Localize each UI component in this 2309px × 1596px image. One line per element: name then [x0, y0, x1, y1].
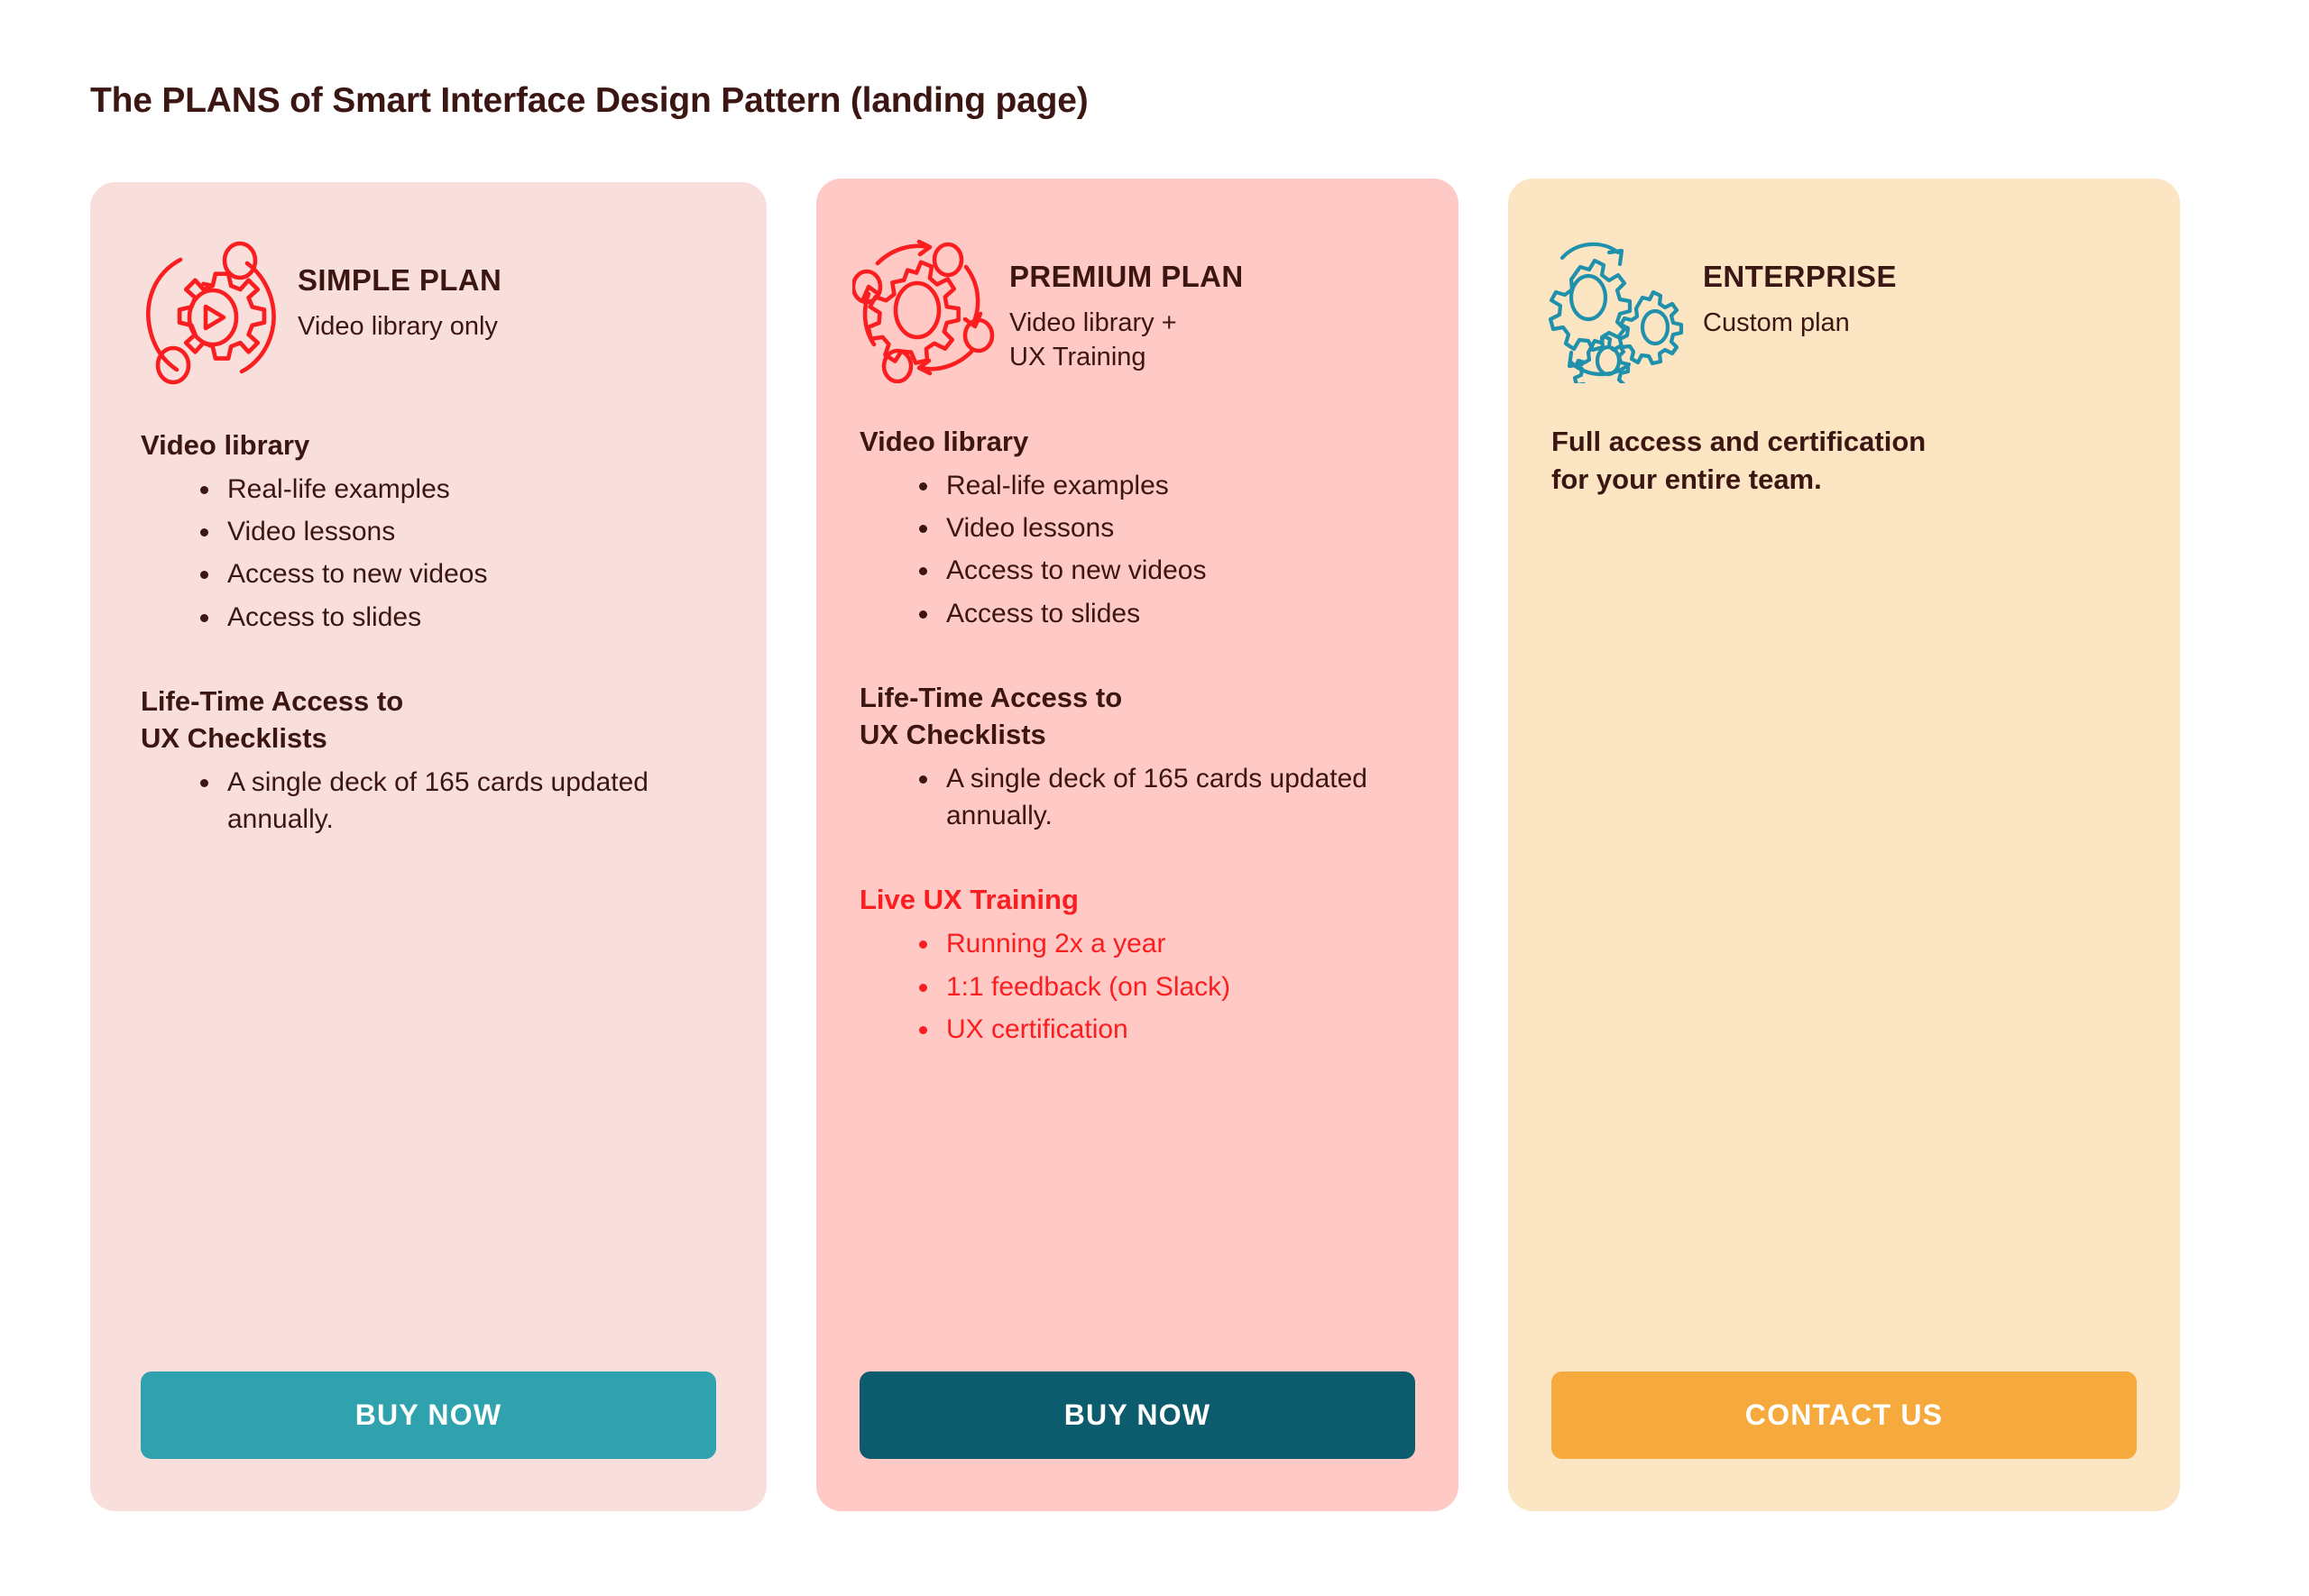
plan-header-premium: PREMIUM PLAN Video library + UX Training — [816, 179, 1458, 383]
plan-header-text-simple: SIMPLE PLAN Video library only — [298, 238, 501, 344]
gear-cycle-arrows-icon — [852, 234, 997, 383]
list-item: Running 2x a year — [915, 925, 1422, 962]
plan-body-premium: Video library Real-life examples Video l… — [816, 423, 1458, 1048]
plan-section: Life-Time Access to UX Checklists A sing… — [141, 683, 720, 839]
plan-card-premium[interactable]: PREMIUM PLAN Video library + UX Training… — [816, 179, 1458, 1511]
cta-wrap-simple: BUY NOW — [90, 1371, 767, 1511]
cta-wrap-enterprise: CONTACT US — [1508, 1371, 2180, 1511]
feature-list: A single deck of 165 cards updated annua… — [860, 760, 1422, 834]
section-heading-line: Life-Time Access to — [141, 684, 404, 717]
plan-card-enterprise[interactable]: ENTERPRISE Custom plan Full access and c… — [1508, 179, 2180, 1511]
enterprise-blurb: Full access and certification for your e… — [1551, 423, 2144, 499]
plan-tagline: Video library + UX Training — [1009, 306, 1244, 375]
list-item: Real-life examples — [915, 467, 1422, 504]
feature-list: A single deck of 165 cards updated annua… — [141, 764, 720, 838]
plan-tagline: Custom plan — [1703, 307, 1850, 337]
list-item: 1:1 feedback (on Slack) — [915, 968, 1422, 1005]
section-heading-line: UX Checklists — [141, 721, 327, 754]
section-heading-line: UX Checklists — [860, 718, 1046, 750]
pricing-cards-row: SIMPLE PLAN Video library only Video lib… — [90, 179, 2219, 1511]
feature-list: Real-life examples Video lessons Access … — [141, 471, 720, 635]
list-item: Video lessons — [197, 513, 720, 550]
plan-body-simple: Video library Real-life examples Video l… — [90, 427, 767, 838]
buy-now-button-premium[interactable]: BUY NOW — [860, 1371, 1415, 1459]
feature-list: Running 2x a year 1:1 feedback (on Slack… — [860, 925, 1422, 1047]
plan-card-simple[interactable]: SIMPLE PLAN Video library only Video lib… — [90, 182, 767, 1511]
plan-tagline-line: Video library + — [1009, 307, 1177, 337]
enterprise-blurb-line: for your entire team. — [1551, 463, 1822, 495]
list-item: Access to slides — [197, 599, 720, 636]
plan-section: Video library Real-life examples Video l… — [860, 423, 1422, 632]
plan-header-enterprise: ENTERPRISE Custom plan — [1508, 179, 2180, 383]
cta-wrap-premium: BUY NOW — [816, 1371, 1458, 1511]
section-heading-line: Life-Time Access to — [860, 681, 1123, 713]
plan-body-enterprise: Full access and certification for your e… — [1508, 423, 2180, 499]
feature-list: Real-life examples Video lessons Access … — [860, 467, 1422, 631]
list-item: UX certification — [915, 1011, 1422, 1048]
plan-header-simple: SIMPLE PLAN Video library only — [90, 182, 767, 387]
plan-section: Video library Real-life examples Video l… — [141, 427, 720, 636]
plan-name: ENTERPRISE — [1703, 260, 1897, 293]
section-heading: Life-Time Access to UX Checklists — [141, 683, 720, 757]
gear-play-orbit-icon — [141, 238, 285, 387]
section-heading: Video library — [860, 426, 1029, 457]
plan-tagline-line: UX Training — [1009, 343, 1146, 372]
page-title: The PLANS of Smart Interface Design Patt… — [90, 81, 1089, 120]
section-heading: Video library — [141, 429, 310, 461]
plan-name: PREMIUM PLAN — [1009, 260, 1244, 293]
list-item: Access to new videos — [915, 552, 1422, 589]
list-item: A single deck of 165 cards updated annua… — [915, 760, 1422, 834]
plan-header-text-enterprise: ENTERPRISE Custom plan — [1703, 234, 1897, 340]
three-gears-cycle-icon — [1546, 234, 1690, 383]
list-item: Video lessons — [915, 509, 1422, 546]
contact-us-button[interactable]: CONTACT US — [1551, 1371, 2137, 1459]
enterprise-blurb-line: Full access and certification — [1551, 426, 1927, 457]
plan-name: SIMPLE PLAN — [298, 263, 502, 297]
list-item: Access to slides — [915, 595, 1422, 632]
list-item: Access to new videos — [197, 555, 720, 592]
list-item: Real-life examples — [197, 471, 720, 508]
plan-section: Life-Time Access to UX Checklists A sing… — [860, 679, 1422, 835]
buy-now-button-simple[interactable]: BUY NOW — [141, 1371, 716, 1459]
plan-header-text-premium: PREMIUM PLAN Video library + UX Training — [1009, 234, 1244, 374]
plan-section: Live UX Training Running 2x a year 1:1 f… — [860, 881, 1422, 1048]
list-item: A single deck of 165 cards updated annua… — [197, 764, 720, 838]
plan-tagline: Video library only — [298, 311, 498, 341]
section-heading: Life-Time Access to UX Checklists — [860, 679, 1422, 753]
section-heading: Live UX Training — [860, 884, 1079, 916]
